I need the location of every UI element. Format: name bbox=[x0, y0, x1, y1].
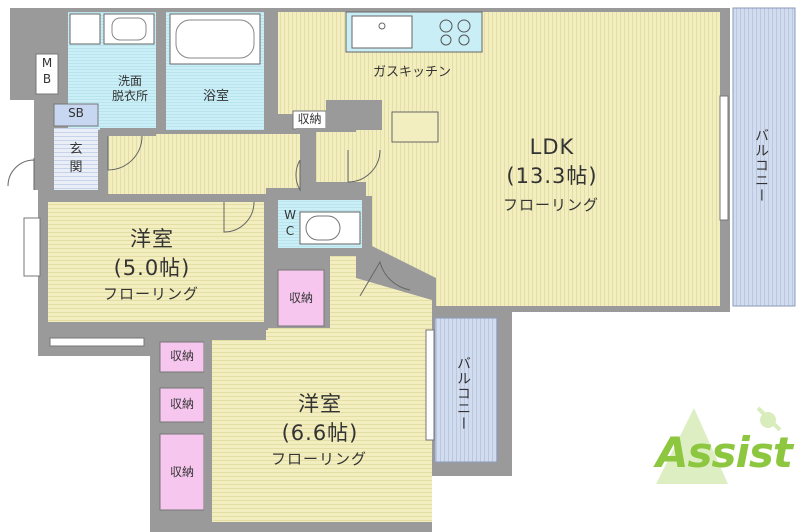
balcony1-label: バルコニー bbox=[753, 128, 769, 203]
bathtub bbox=[169, 13, 261, 65]
sb-box bbox=[53, 103, 99, 127]
entrance-label: 玄 関 bbox=[69, 142, 83, 175]
mb-box bbox=[35, 53, 59, 95]
western1-floor-type: フローリング bbox=[102, 285, 199, 303]
kitchen-counter bbox=[345, 11, 483, 143]
western2-size: (6.6帖) bbox=[281, 421, 359, 445]
storage-label-4: 収納 bbox=[169, 397, 194, 411]
wc-label: W C bbox=[284, 208, 296, 238]
western1-size: (5.0帖) bbox=[113, 256, 191, 280]
western1-name: 洋室 bbox=[130, 227, 174, 251]
windows bbox=[23, 95, 729, 441]
storage-label-2: 収納 bbox=[288, 291, 313, 305]
sb-label: SB bbox=[68, 106, 84, 120]
western2-floor bbox=[212, 254, 432, 522]
ldk-name: LDK bbox=[529, 135, 575, 159]
western2-floor-type: フローリング bbox=[270, 450, 367, 468]
interior-walls bbox=[48, 8, 382, 522]
corridor-floor bbox=[108, 134, 300, 194]
storage-w1 bbox=[277, 269, 325, 327]
entrance-floor bbox=[54, 128, 98, 190]
storage-label-5: 収納 bbox=[169, 465, 194, 479]
washbasin bbox=[69, 13, 155, 45]
western1-floor bbox=[48, 202, 268, 322]
balcony2-label: バルコニー bbox=[455, 356, 471, 431]
door-swings bbox=[7, 135, 411, 297]
mb-label: M B bbox=[41, 56, 53, 86]
balcony2-area bbox=[434, 317, 498, 463]
storage-w2a bbox=[159, 341, 205, 373]
washroom-label: 洗面 脱衣所 bbox=[111, 74, 148, 103]
ldk-size: (13.3帖) bbox=[506, 164, 598, 188]
bath-label: 浴室 bbox=[202, 89, 229, 104]
ldk-floor bbox=[278, 12, 720, 306]
balcony1-area bbox=[732, 7, 796, 307]
ldk-floor-type: フローリング bbox=[502, 196, 599, 214]
storage-label-3: 収納 bbox=[169, 349, 194, 363]
toilet bbox=[299, 211, 361, 245]
storage-w2b bbox=[159, 387, 205, 423]
assist-logo: Assist bbox=[656, 428, 793, 477]
assist-logo-mark bbox=[656, 406, 782, 484]
storage-label-1: 収納 bbox=[297, 112, 322, 126]
kitchen-label: ガスキッチン bbox=[372, 65, 451, 80]
western2-name: 洋室 bbox=[298, 392, 342, 416]
storage-w2c bbox=[159, 433, 205, 511]
